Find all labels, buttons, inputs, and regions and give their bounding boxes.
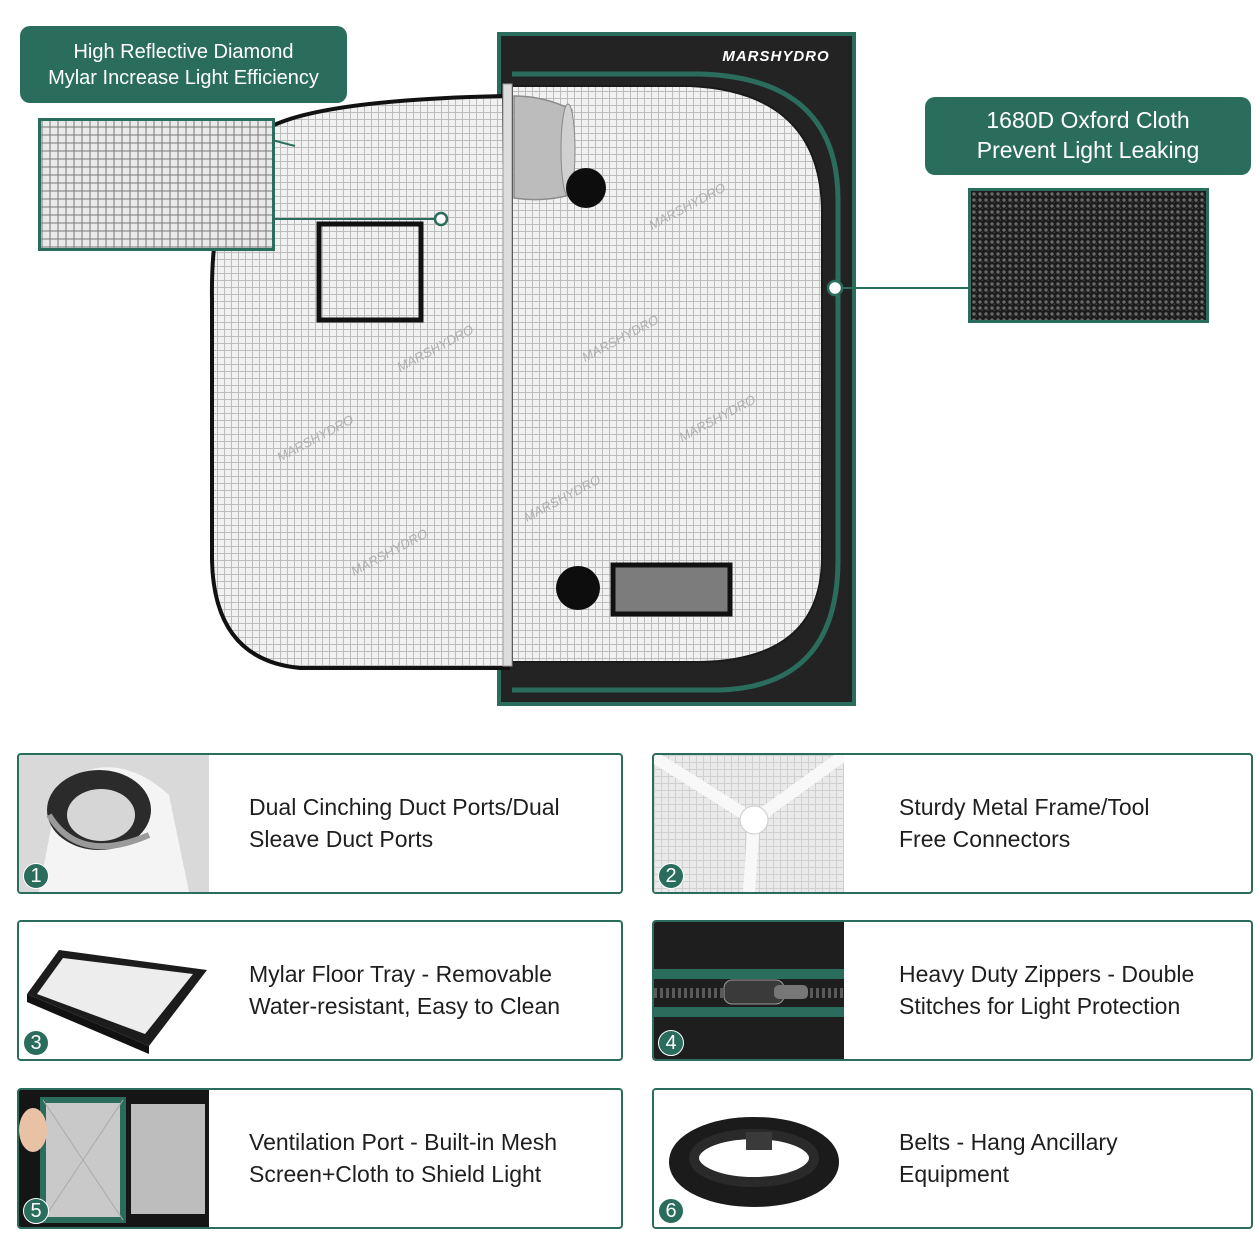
feature-3-line1: Mylar Floor Tray - Removable (249, 961, 552, 988)
callout-oxford-line1: 1680D Oxford Cloth (986, 107, 1190, 134)
feature-5-line1: Ventilation Port - Built-in Mesh (249, 1129, 558, 1156)
vent-window (610, 562, 733, 617)
callout-dot-oxford (826, 279, 844, 297)
feature-number-badge: 3 (23, 1030, 49, 1056)
tent-interior (511, 85, 823, 663)
oxford-cloth-swatch-image (968, 188, 1209, 323)
feature-card-belts: 6 Belts - Hang Ancillary Equipment (652, 1088, 1253, 1229)
ventilation-port-photo (19, 1090, 209, 1227)
feature-card-floor-tray: 3 Mylar Floor Tray - Removable Water-res… (17, 920, 623, 1061)
grow-tent-illustration: MARSHYDRO MARSHYDRO MARSHYDRO MARSHYDRO … (209, 32, 968, 706)
zipper-photo (654, 922, 844, 1059)
callout-oxford-line2: Prevent Light Leaking (976, 137, 1200, 163)
duct-hole-top-icon (566, 168, 606, 208)
feature-6-line2: Equipment (899, 1160, 1009, 1187)
feature-number-badge: 5 (23, 1198, 49, 1224)
callout-mylar-line2: Mylar Increase Light Efficiency (48, 66, 319, 89)
callout-dot-mylar (433, 211, 449, 227)
floor-tray-photo (19, 922, 209, 1059)
feature-3-line2: Water-resistant, Easy to Clean (249, 992, 561, 1019)
feature-2-line1: Sturdy Metal Frame/Tool (899, 794, 1150, 821)
duct-port-photo (19, 755, 209, 892)
callout-oxford: 1680D Oxford Cloth Prevent Light Leaking (925, 97, 1251, 175)
flap-window (316, 221, 424, 323)
duct-sleeve-icon (513, 95, 573, 201)
feature-4-line2: Stitches for Light Protection (899, 992, 1181, 1019)
mylar-swatch-image (38, 118, 275, 251)
belt-strap-photo (654, 1090, 844, 1227)
callout-mylar-line1: High Reflective Diamond (73, 40, 294, 63)
frame-connector-photo (654, 755, 844, 892)
feature-5-line2: Screen+Cloth to Shield Light (249, 1160, 542, 1187)
tent-pole (502, 83, 513, 667)
feature-number-badge: 4 (658, 1030, 684, 1056)
duct-hole-bottom-icon (556, 566, 600, 610)
feature-number-badge: 2 (658, 863, 684, 889)
feature-card-duct-ports: 1 Dual Cinching Duct Ports/Dual Sleave D… (17, 753, 623, 894)
tent-logo: MARSHYDRO (722, 48, 829, 65)
feature-card-ventilation: 5 Ventilation Port - Built-in Mesh Scree… (17, 1088, 623, 1229)
feature-card-zippers: 4 Heavy Duty Zippers - Double Stitches f… (652, 920, 1253, 1061)
feature-1-line1: Dual Cinching Duct Ports/Dual (249, 794, 560, 821)
callout-mylar: High Reflective Diamond Mylar Increase L… (20, 26, 347, 103)
feature-number-badge: 6 (658, 1198, 684, 1224)
feature-4-line1: Heavy Duty Zippers - Double (899, 961, 1195, 988)
feature-1-line2: Sleave Duct Ports (249, 825, 434, 852)
feature-2-line2: Free Connectors (899, 825, 1071, 852)
feature-6-line1: Belts - Hang Ancillary (899, 1129, 1118, 1156)
feature-card-metal-frame: 2 Sturdy Metal Frame/Tool Free Connector… (652, 753, 1253, 894)
feature-number-badge: 1 (23, 863, 49, 889)
